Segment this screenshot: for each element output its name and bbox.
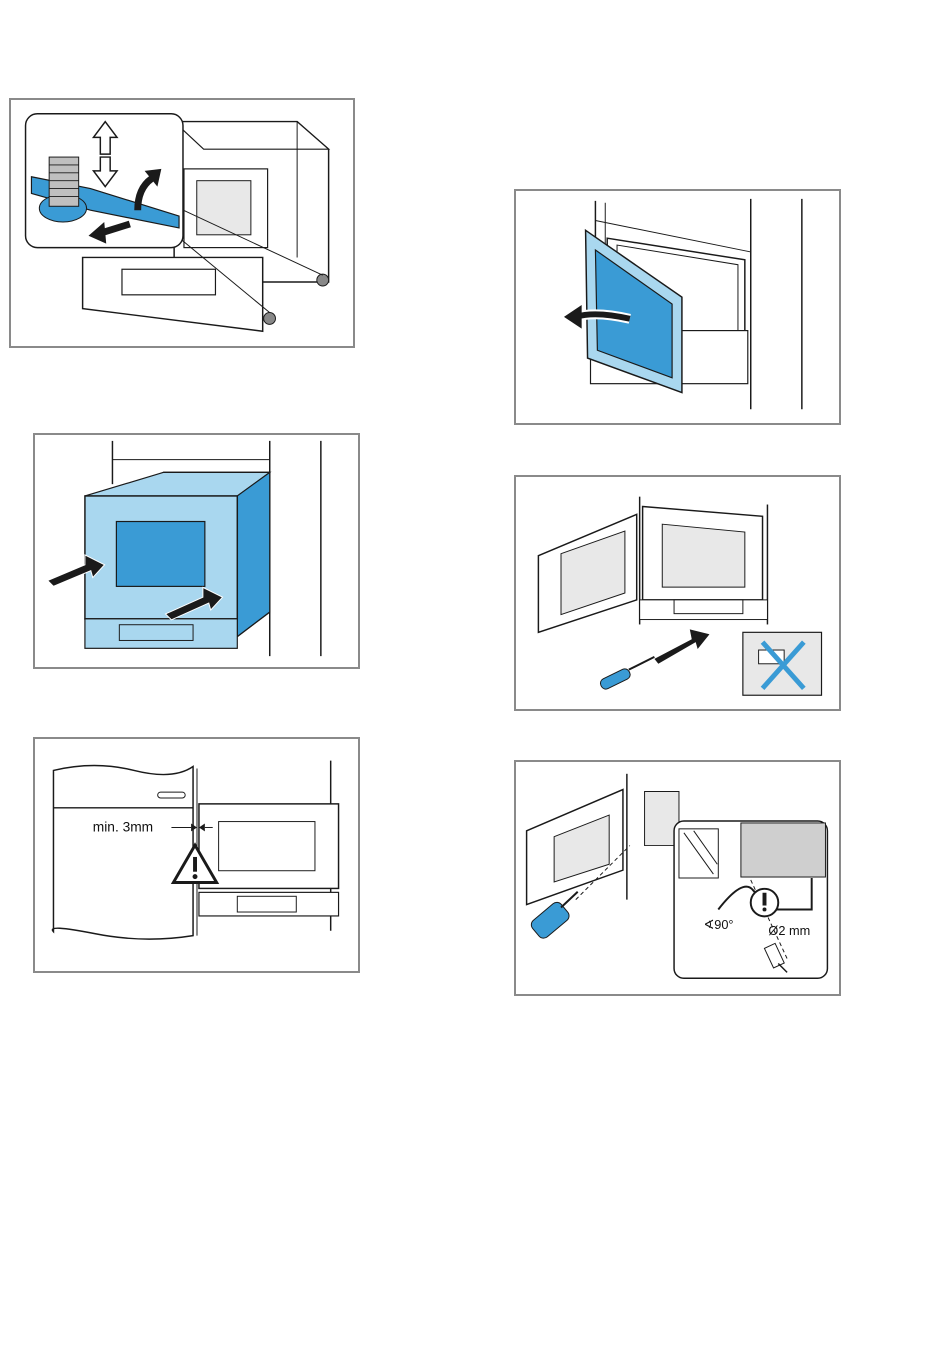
- gap-label: min. 3mm: [93, 819, 153, 834]
- angle-label: ∢90°: [704, 917, 734, 932]
- open-door-illustration: [516, 191, 839, 423]
- screwdriver-icon: [599, 657, 655, 691]
- pre-drill-illustration: ∢90° Ø2 mm: [516, 762, 839, 994]
- figure-fasten-screws: [514, 475, 841, 711]
- fasten-screws-illustration: [516, 477, 839, 709]
- min-gap-illustration: min. 3mm: [35, 739, 358, 971]
- figure-min-gap: min. 3mm: [33, 737, 360, 973]
- figure-push-into-niche: [33, 433, 360, 669]
- arrow-right-icon: [654, 629, 709, 663]
- caution-icon: [751, 889, 779, 917]
- adjust-feet-illustration: [11, 100, 353, 346]
- push-into-niche-illustration: [35, 435, 358, 667]
- diameter-label: Ø2 mm: [768, 923, 810, 938]
- figure-open-door: [514, 189, 841, 425]
- no-drill-icon: [743, 632, 822, 695]
- figure-pre-drill: ∢90° Ø2 mm: [514, 760, 841, 996]
- figure-adjust-feet: [9, 98, 355, 348]
